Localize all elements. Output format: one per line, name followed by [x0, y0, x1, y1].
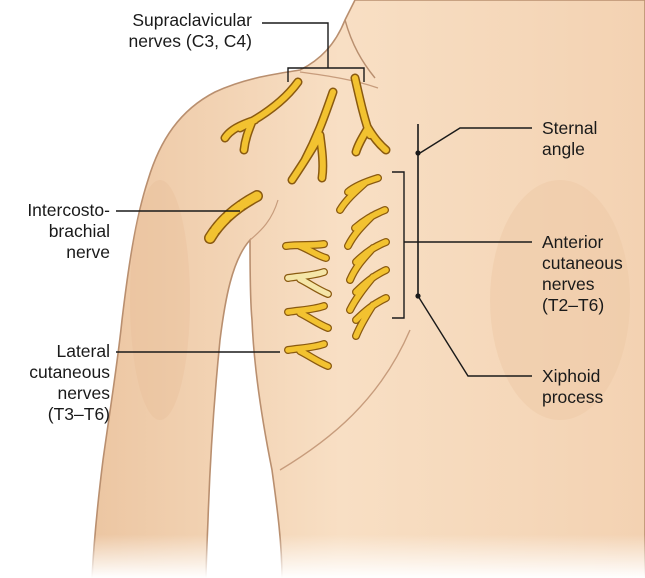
anterior-cutaneous-line2: cutaneous [542, 253, 642, 274]
lateral-cutaneous-line4: (T3–T6) [0, 404, 110, 425]
label-sternal-angle: Sternal angle [542, 118, 642, 160]
xiphoid-process-line1: Xiphoid [542, 366, 642, 387]
label-lateral-cutaneous: Lateral cutaneous nerves (T3–T6) [0, 341, 110, 425]
intercostobrachial-line1: Intercosto- [0, 200, 110, 221]
anterior-cutaneous-line4: (T2–T6) [542, 295, 642, 316]
lateral-cutaneous-line3: nerves [0, 383, 110, 404]
anterior-cutaneous-line3: nerves [542, 274, 642, 295]
sternal-angle-line2: angle [542, 139, 642, 160]
supraclavicular-line1: Supraclavicular [96, 10, 252, 31]
label-anterior-cutaneous: Anterior cutaneous nerves (T2–T6) [542, 232, 642, 316]
lateral-cutaneous-line2: cutaneous [0, 362, 110, 383]
lateral-cutaneous-line1: Lateral [0, 341, 110, 362]
xiphoid-process-line2: process [542, 387, 642, 408]
label-xiphoid-process: Xiphoid process [542, 366, 642, 408]
label-intercostobrachial: Intercosto- brachial nerve [0, 200, 110, 263]
anterior-cutaneous-line1: Anterior [542, 232, 642, 253]
supraclavicular-line2: nerves (C3, C4) [96, 31, 252, 52]
intercostobrachial-line3: nerve [0, 242, 110, 263]
intercostobrachial-line2: brachial [0, 221, 110, 242]
label-supraclavicular: Supraclavicular nerves (C3, C4) [96, 10, 252, 52]
sternal-angle-line1: Sternal [542, 118, 642, 139]
